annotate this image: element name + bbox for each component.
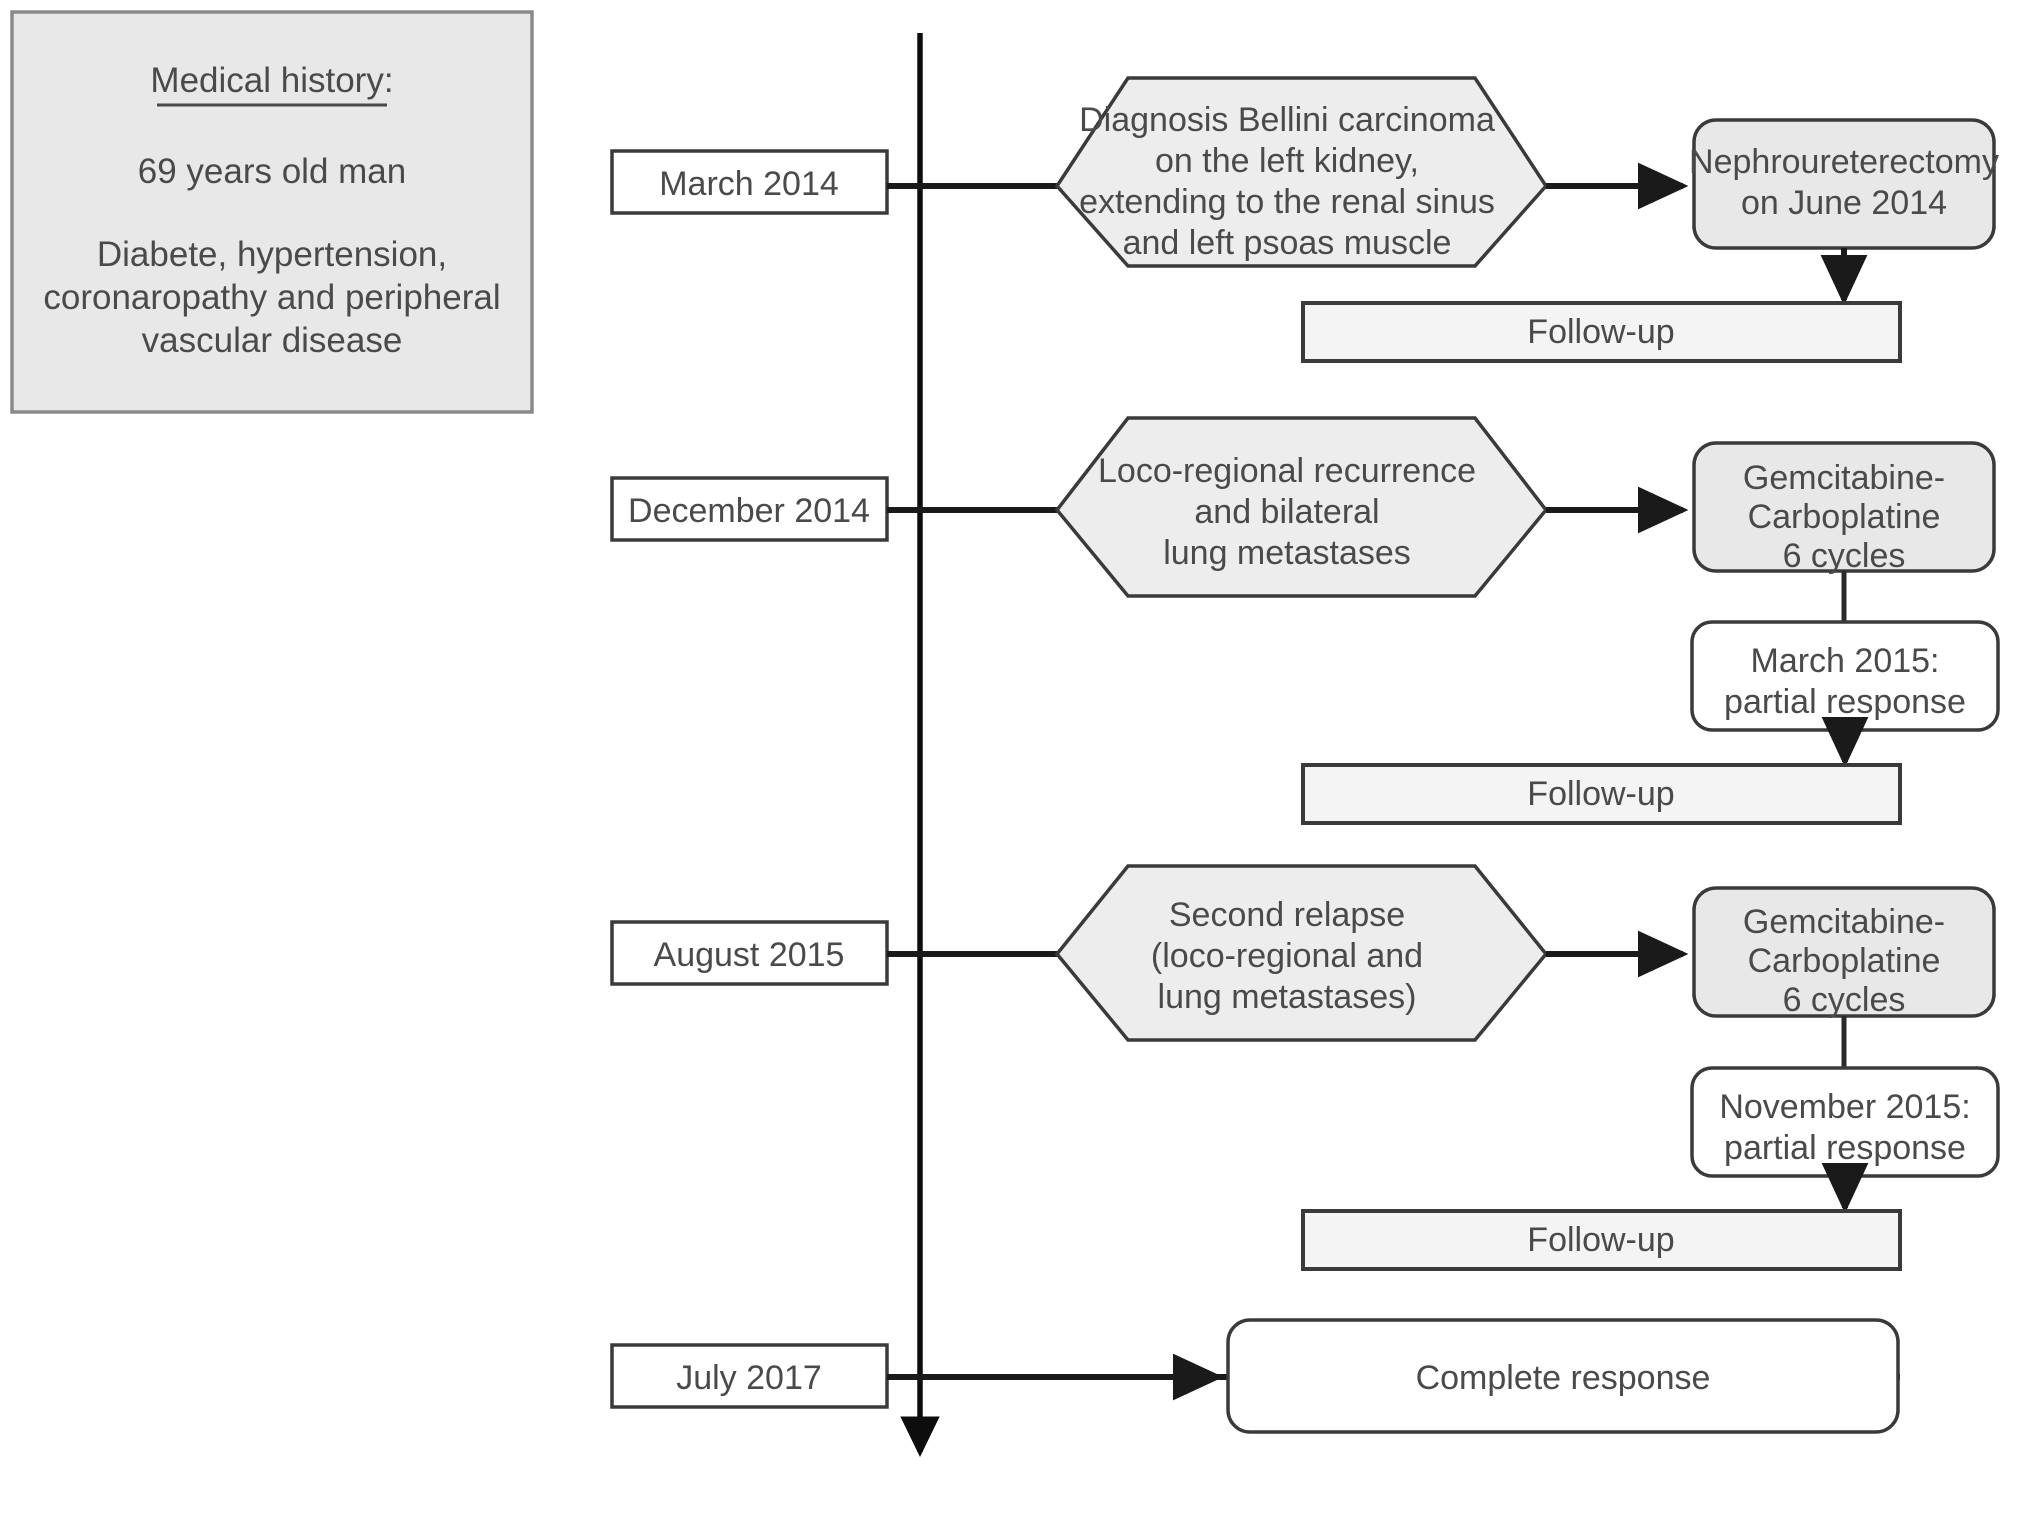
followup-bar-1-label: Follow-up	[1527, 313, 1674, 351]
event-hexagon-recurrence-line-1: Loco-regional recurrence	[1098, 452, 1476, 490]
medical-history-comorbidity-line-3: vascular disease	[142, 321, 403, 360]
outcome-box-complete-response	[1226, 1318, 1900, 1434]
date-label-december-2014: December 2014	[628, 492, 870, 530]
medical-history-age: 69 years old man	[138, 152, 406, 191]
medical-history-panel: Medical history: 69 years old man Diabet…	[10, 10, 534, 414]
date-box-august-2015[interactable]	[610, 920, 889, 986]
treatment-box-nephroureterectomy-line-2: on June 2014	[1741, 184, 1947, 222]
event-hexagon-recurrence-line-2: and bilateral	[1194, 493, 1379, 531]
medical-history-comorbidity-line-1: Diabete, hypertension,	[97, 235, 447, 274]
treatment-box-gem-carbo-1-line-3: 6 cycles	[1783, 537, 1906, 575]
medical-history-comorbidity-line-2: coronaropathy and peripheral	[43, 278, 500, 317]
timeline-row-march-2014: March 2014 Diagnosis Bellini carcinoma o…	[610, 76, 1999, 363]
treatment-box-gem-carbo-2-line-2: Carboplatine	[1748, 942, 1941, 980]
medical-history-box	[10, 10, 534, 414]
date-box-december-2014[interactable]	[610, 476, 889, 542]
followup-bar-2-label: Follow-up	[1527, 775, 1674, 813]
outcome-box-complete-response-label: Complete response	[1416, 1359, 1711, 1397]
timeline-row-august-2015: August 2015 Second relapse (loco-regiona…	[610, 864, 2000, 1271]
followup-bar-3	[1301, 1209, 1902, 1271]
timeline-row-december-2014: December 2014 Loco-regional recurrence a…	[610, 416, 2000, 825]
followup-bar-1	[1301, 301, 1902, 363]
event-hexagon-diagnosis-line-2: on the left kidney,	[1155, 142, 1419, 180]
event-hexagon-second-relapse-line-1: Second relapse	[1169, 896, 1405, 934]
date-label-march-2014: March 2014	[659, 165, 839, 203]
date-label-july-2017: July 2017	[676, 1359, 822, 1397]
treatment-box-gem-carbo-2-line-3: 6 cycles	[1783, 981, 1906, 1019]
timeline-row-july-2017: July 2017 Complete response	[610, 1318, 1900, 1434]
treatment-box-gem-carbo-1-line-2: Carboplatine	[1748, 498, 1941, 536]
response-box-november-2015-line-1: November 2015:	[1719, 1088, 1970, 1126]
treatment-box-gem-carbo-1-line-1: Gemcitabine-	[1743, 459, 1945, 497]
medical-history-title: Medical history:	[150, 61, 393, 100]
event-hexagon-diagnosis-line-3: extending to the renal sinus	[1079, 183, 1495, 221]
followup-bar-2	[1301, 763, 1902, 825]
date-label-august-2015: August 2015	[654, 936, 845, 974]
event-hexagon-recurrence-line-3: lung metastases	[1163, 534, 1411, 572]
event-hexagon-second-relapse-line-2: (loco-regional and	[1151, 937, 1423, 975]
date-box-july-2017[interactable]	[610, 1343, 889, 1409]
event-hexagon-diagnosis-line-4: and left psoas muscle	[1123, 224, 1452, 262]
response-box-march-2015-line-1: March 2015:	[1751, 642, 1940, 680]
followup-bar-3-label: Follow-up	[1527, 1221, 1674, 1259]
treatment-box-gem-carbo-2-line-1: Gemcitabine-	[1743, 903, 1945, 941]
event-hexagon-second-relapse-line-3: lung metastases)	[1158, 978, 1417, 1016]
response-box-november-2015-line-2: partial response	[1724, 1129, 1966, 1167]
treatment-box-nephroureterectomy-line-1: Nephroureterectomy	[1689, 143, 1999, 181]
response-box-march-2015-line-2: partial response	[1724, 683, 1966, 721]
event-hexagon-diagnosis-line-1: Diagnosis Bellini carcinoma	[1079, 101, 1495, 139]
date-box-march-2014[interactable]	[610, 149, 889, 215]
